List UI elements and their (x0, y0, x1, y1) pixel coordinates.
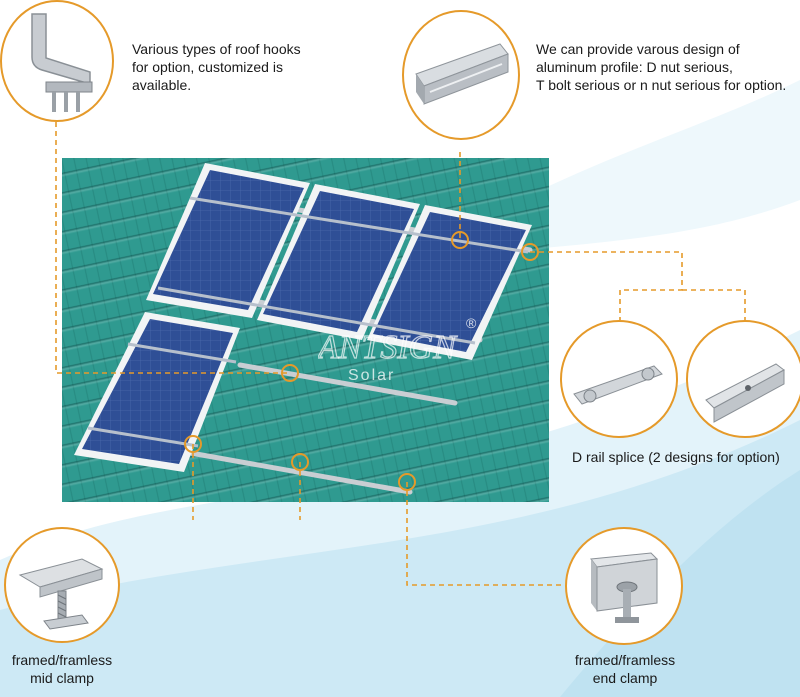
rail-splice-alt-callout (686, 320, 800, 438)
rail-splice-alt-icon (705, 363, 785, 423)
roof-hook-icon (31, 13, 93, 112)
end-clamp-caption: framed/framless end clamp (574, 652, 676, 686)
aluminum-profile-caption: We can provide varous design of aluminum… (536, 41, 787, 93)
rail-splice-d-icon (573, 365, 663, 405)
roof-hook-callout (0, 0, 114, 122)
rail-splice-d-callout (560, 320, 678, 438)
end-clamp-callout (565, 527, 683, 645)
rail-splice-caption: D rail splice (2 designs for option) (572, 449, 780, 465)
aluminum-profile-icon (415, 43, 509, 105)
mid-clamp-icon (18, 558, 104, 630)
mid-clamp-caption: framed/framless mid clamp (11, 652, 113, 686)
tiled-roof-background (62, 158, 549, 502)
end-clamp-icon (590, 552, 659, 623)
mid-clamp-callout (4, 527, 120, 643)
roof-hooks-caption: Various types of roof hooks for option, … (132, 41, 301, 93)
aluminum-profile-callout (402, 10, 520, 140)
